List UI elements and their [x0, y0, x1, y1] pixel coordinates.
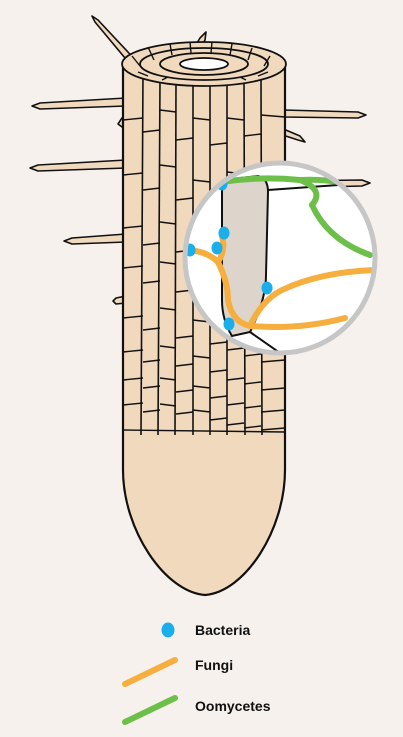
oomycetes-legend-label: Oomycetes: [195, 698, 271, 714]
root-cross-section: [122, 42, 286, 86]
fungi-legend-label: Fungi: [195, 657, 233, 673]
bacteria-legend-icon: [162, 623, 175, 638]
bacteria-legend-label: Bacteria: [195, 622, 250, 638]
